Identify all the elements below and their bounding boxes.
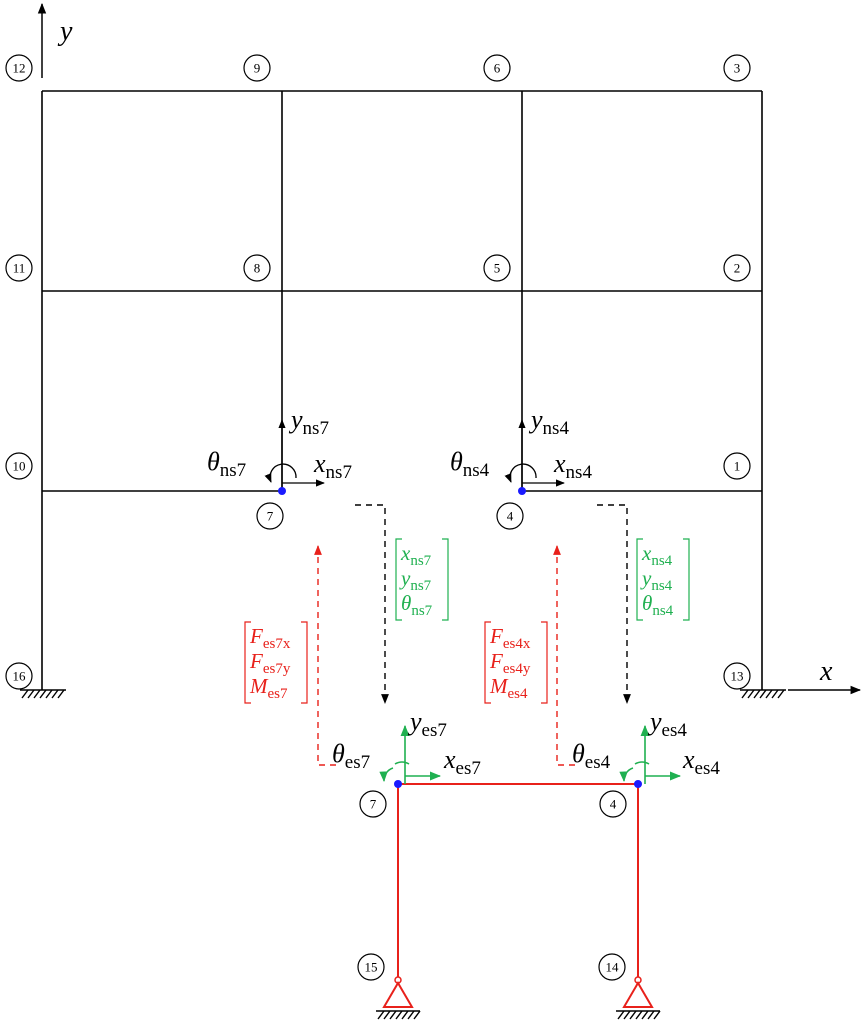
disp-n4-entry: yns4: [640, 566, 673, 594]
y-axis-label: y: [57, 16, 73, 47]
lower-node-label: 4: [610, 797, 617, 812]
force-n7-entry: Fes7x: [249, 624, 291, 652]
label-x-es7: xes7: [443, 745, 481, 779]
upper-node-8: 8: [243, 254, 271, 282]
force-n4-entry: Fes4y: [489, 649, 531, 677]
disp-n4-entry: xns4: [641, 541, 673, 569]
force-n4-entry: Mes4: [489, 674, 528, 702]
lower-node-label: 14: [606, 960, 620, 975]
label-y-ns4: yns4: [528, 405, 569, 439]
transfer-arrow-n4-disp: [597, 504, 631, 704]
lower-node-14: 14: [598, 953, 626, 981]
label-y-ns7: yns7: [288, 405, 329, 439]
label-x-es4: xes4: [682, 745, 720, 779]
transfer-arrow-n4-force: [553, 545, 575, 766]
x-axis-label: x: [819, 656, 833, 687]
force-n7-right-bracket: [301, 621, 308, 704]
force-n7-left-bracket: [244, 621, 251, 704]
dof-labels: yns7 xns7 θns7 yns4 xns4 θns4 yes7 xes7 …: [207, 405, 720, 779]
transfer-arrow-n7-disp: [355, 504, 389, 704]
node-dot-es7: [394, 780, 402, 788]
upper-node-label: 10: [13, 459, 26, 474]
node-dot-es4: [634, 780, 642, 788]
force-n7-entry: Fes7y: [249, 649, 291, 677]
dof-arrows-ns7: [264, 419, 325, 495]
upper-node-label: 2: [734, 261, 741, 276]
upper-node-3: 3: [723, 54, 751, 82]
upper-node-label: 5: [494, 261, 501, 276]
upper-node-label: 16: [13, 669, 27, 684]
node-dot-ns4: [518, 487, 526, 495]
disp-n4-right-bracket: [683, 538, 690, 621]
force-n7-entry: Mes7: [249, 674, 288, 702]
label-x-ns7: xns7: [313, 449, 352, 483]
upper-node-label: 9: [254, 61, 261, 76]
lower-node-label: 15: [365, 960, 378, 975]
upper-node-13: 13: [723, 662, 751, 690]
force-n4-right-bracket: [541, 621, 548, 704]
upper-node-16: 16: [5, 662, 33, 690]
label-x-ns4: xns4: [553, 449, 592, 483]
upper-node-label: 4: [507, 509, 514, 524]
lower-node-labels: 7 4 15 14: [357, 790, 627, 981]
label-theta-es7: θes7: [332, 739, 370, 773]
disp-n7-right-bracket: [442, 538, 449, 621]
upper-node-5: 5: [483, 254, 511, 282]
upper-node-2: 2: [723, 254, 751, 282]
label-y-es4: yes4: [647, 707, 687, 741]
label-theta-es4: θes4: [572, 739, 611, 773]
lower-node-4: 4: [599, 790, 627, 818]
upper-node-1: 1: [723, 452, 751, 480]
transfer-arrow-n7-force: [314, 545, 336, 766]
upper-node-label: 3: [734, 61, 741, 76]
force-n4-entry: Fes4x: [489, 624, 531, 652]
upper-node-4: 4: [496, 502, 524, 530]
upper-node-labels: 12 9 6 3 11 8 5 2 10 7 4 1 16 13: [5, 54, 751, 690]
upper-node-6: 6: [483, 54, 511, 82]
experimental-frame: [397, 783, 639, 978]
disp-n7-left-bracket: [395, 538, 402, 621]
upper-node-label: 6: [494, 61, 501, 76]
label-theta-ns7: θns7: [207, 447, 246, 481]
disp-n7-entry: yns7: [399, 566, 432, 594]
force-n4-left-bracket: [484, 621, 491, 704]
upper-node-10: 10: [5, 452, 33, 480]
dof-arrows-es7: [379, 724, 442, 788]
node-dot-ns7: [278, 487, 286, 495]
lower-node-15: 15: [357, 953, 385, 981]
dof-arrows-es4: [619, 724, 682, 788]
fixed-support-13: [740, 689, 786, 699]
upper-node-label: 7: [267, 509, 274, 524]
upper-node-label: 1: [734, 459, 741, 474]
upper-node-7: 7: [256, 502, 284, 530]
upper-node-9: 9: [243, 54, 271, 82]
disp-n7-entry: xns7: [400, 541, 432, 569]
upper-node-11: 11: [5, 254, 33, 282]
disp-n4-entry: θns4: [642, 591, 674, 619]
pin-support-15: [376, 976, 421, 1020]
upper-node-label: 11: [13, 261, 26, 276]
lower-node-7: 7: [359, 790, 387, 818]
label-theta-ns4: θns4: [450, 447, 490, 481]
lower-node-label: 7: [370, 797, 377, 812]
upper-node-label: 12: [13, 61, 26, 76]
label-y-es7: yes7: [407, 707, 447, 741]
upper-node-label: 13: [731, 669, 744, 684]
fixed-support-16: [20, 689, 66, 699]
disp-n7-entry: θns7: [401, 591, 433, 619]
dof-arrows-ns4: [504, 419, 565, 495]
upper-node-label: 8: [254, 261, 261, 276]
upper-node-12: 12: [5, 54, 33, 82]
pin-support-14: [616, 976, 661, 1020]
disp-n4-left-bracket: [636, 538, 643, 621]
